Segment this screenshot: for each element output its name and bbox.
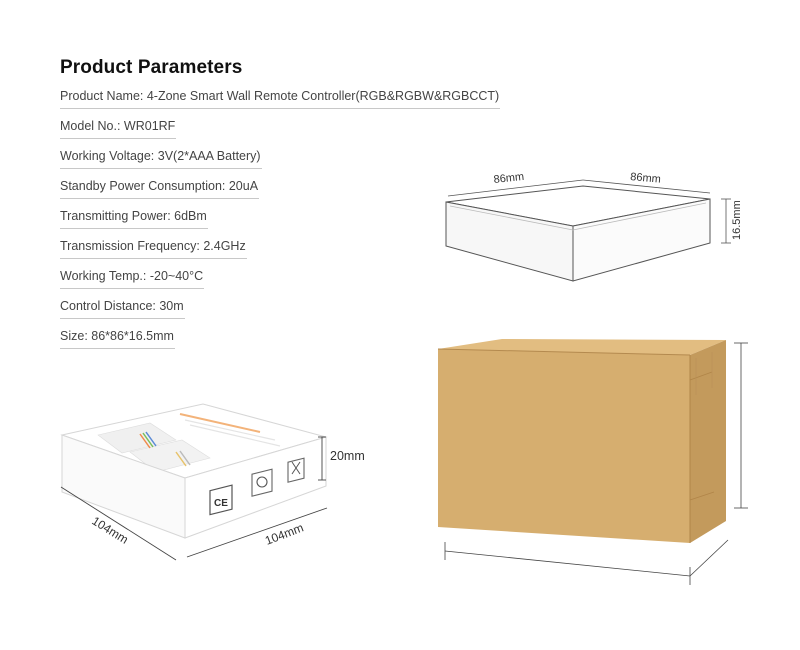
param-transmitting-power: Transmitting Power: 6dBm [60, 202, 500, 232]
parameter-list: Product Name: 4-Zone Smart Wall Remote C… [60, 82, 501, 352]
carton-top-face [438, 339, 726, 355]
page-title: Product Parameters [60, 57, 243, 78]
bin-icon [287, 457, 305, 483]
param-control-distance: Control Distance: 30m [60, 292, 500, 322]
param-working-temp: Working Temp.: -20~40°C [60, 262, 500, 292]
shipping-carton [437, 339, 748, 585]
param-model-no: Model No.: WR01RF [60, 112, 500, 142]
carton-front-face [438, 349, 690, 543]
param-standby-power: Standby Power Consumption: 20uA [60, 172, 500, 202]
param-size: Size: 86*86*16.5mm [60, 322, 500, 352]
param-transmission-frequency: Transmission Frequency: 2.4GHz [60, 232, 500, 262]
carton-side-face [690, 340, 726, 543]
package-right-face [184, 436, 327, 539]
device-width-label: 86mm [493, 171, 525, 186]
param-working-voltage: Working Voltage: 3V(2*AAA Battery) [60, 142, 500, 172]
device-drawing: 86mm 86mm 16.5mm [445, 171, 743, 282]
recycle-icon [251, 468, 273, 497]
svg-text:CE: CE [214, 498, 228, 509]
device-depth-label: 86mm [630, 171, 661, 186]
package-height-label: 20mm [330, 449, 365, 463]
package-depth-label: 104mm [263, 520, 305, 547]
param-product-name: Product Name: 4-Zone Smart Wall Remote C… [60, 82, 501, 112]
device-height-label: 16.5mm [731, 200, 743, 240]
device-right-face [572, 198, 711, 282]
package-box: CE 104mm 104mm 20mm [60, 403, 365, 561]
ce-mark-icon: CE [209, 484, 233, 516]
